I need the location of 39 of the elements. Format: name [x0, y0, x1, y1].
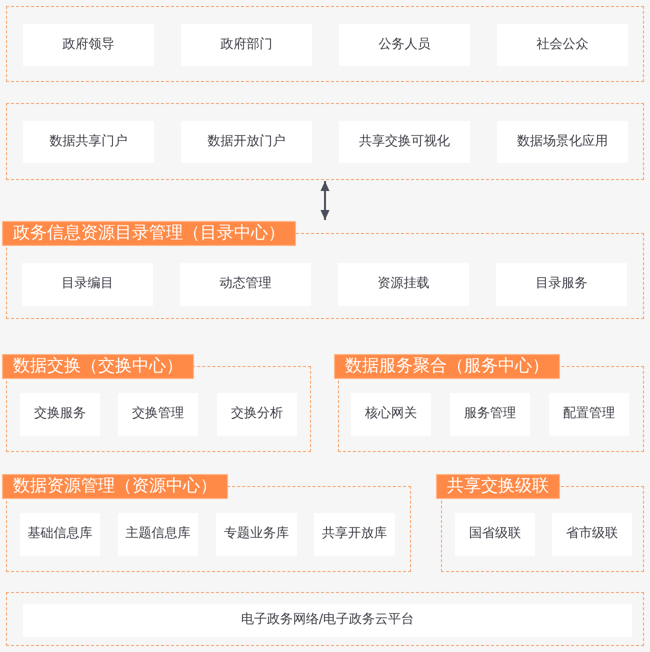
function-card: 专题业务库 — [216, 513, 297, 556]
module-panel — [2, 221, 644, 319]
module-heading: 数据资源管理（资源中心） — [2, 474, 228, 499]
function-card: 服务管理 — [450, 393, 530, 436]
function-card: 基础信息库 — [20, 513, 100, 556]
function-card: 社会公众 — [497, 24, 628, 66]
function-card: 国省级联 — [455, 513, 535, 556]
function-card: 交换服务 — [20, 393, 100, 436]
module-heading: 政务信息资源目录管理（目录中心） — [2, 221, 296, 246]
function-card: 共享开放库 — [314, 513, 395, 556]
function-card: 数据共享门户 — [23, 121, 154, 163]
layer-panel — [6, 103, 644, 180]
function-card: 资源挂载 — [338, 263, 469, 306]
function-card: 配置管理 — [549, 393, 629, 436]
function-card: 核心网关 — [351, 393, 431, 436]
function-card: 目录编目 — [22, 263, 153, 306]
function-card: 省市级联 — [552, 513, 632, 556]
function-card: 目录服务 — [496, 263, 627, 306]
module-panel — [2, 354, 311, 452]
function-card: 电子政务网络/电子政务云平台 — [23, 604, 632, 637]
function-card: 动态管理 — [180, 263, 311, 306]
function-card: 数据场景化应用 — [497, 121, 628, 163]
double-arrow — [320, 181, 330, 220]
module-panel — [334, 354, 644, 452]
module-heading: 共享交换级联 — [436, 474, 560, 499]
function-card: 共享交换可视化 — [339, 121, 470, 163]
layer-panel — [6, 592, 644, 646]
function-card: 政府领导 — [23, 24, 154, 66]
function-card: 政府部门 — [181, 24, 312, 66]
module-panel — [436, 474, 644, 572]
module-heading: 数据交换（交换中心） — [2, 354, 194, 379]
module-heading: 数据服务聚合（服务中心） — [334, 354, 560, 379]
layer-panel — [6, 6, 644, 82]
module-panel — [2, 474, 411, 572]
function-card: 交换管理 — [118, 393, 198, 436]
function-card: 数据开放门户 — [181, 121, 312, 163]
function-card: 主题信息库 — [118, 513, 198, 556]
function-card: 公务人员 — [339, 24, 470, 66]
function-card: 交换分析 — [217, 393, 297, 436]
